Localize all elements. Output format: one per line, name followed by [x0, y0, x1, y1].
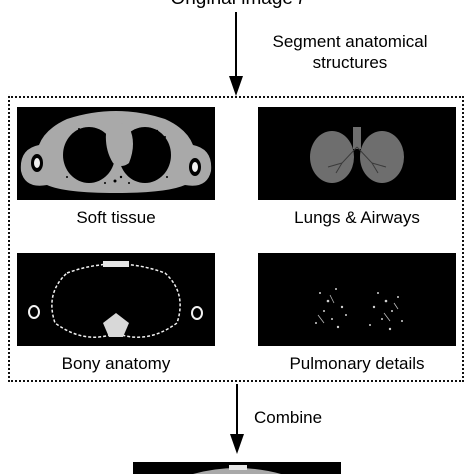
combined-image [133, 462, 341, 474]
segment-arrow [226, 12, 246, 96]
soft-tissue-image [17, 107, 215, 200]
soft-tissue-caption: Soft tissue [76, 208, 156, 227]
combine-step-label: Combine [254, 408, 323, 427]
pulmonary-details-image [258, 253, 456, 346]
bony-anatomy-panel [17, 253, 215, 346]
pulmonary-details-caption: Pulmonary details [289, 354, 425, 373]
segmentation-group-box [8, 96, 464, 382]
lungs-airways-panel [258, 107, 456, 200]
pulmonary-details-panel [258, 253, 456, 346]
combine-arrow [227, 384, 247, 454]
original-image-title: Original image f [0, 0, 474, 10]
lungs-airways-caption: Lungs & Airways [294, 208, 420, 227]
bony-anatomy-caption: Bony anatomy [61, 354, 171, 373]
segment-step-label: Segment anatomical structures [272, 32, 428, 72]
lungs-airways-image [258, 107, 456, 200]
soft-tissue-panel [17, 107, 215, 200]
bony-anatomy-image [17, 253, 215, 346]
function-symbol: f [298, 0, 303, 9]
combined-image-panel [133, 462, 341, 474]
